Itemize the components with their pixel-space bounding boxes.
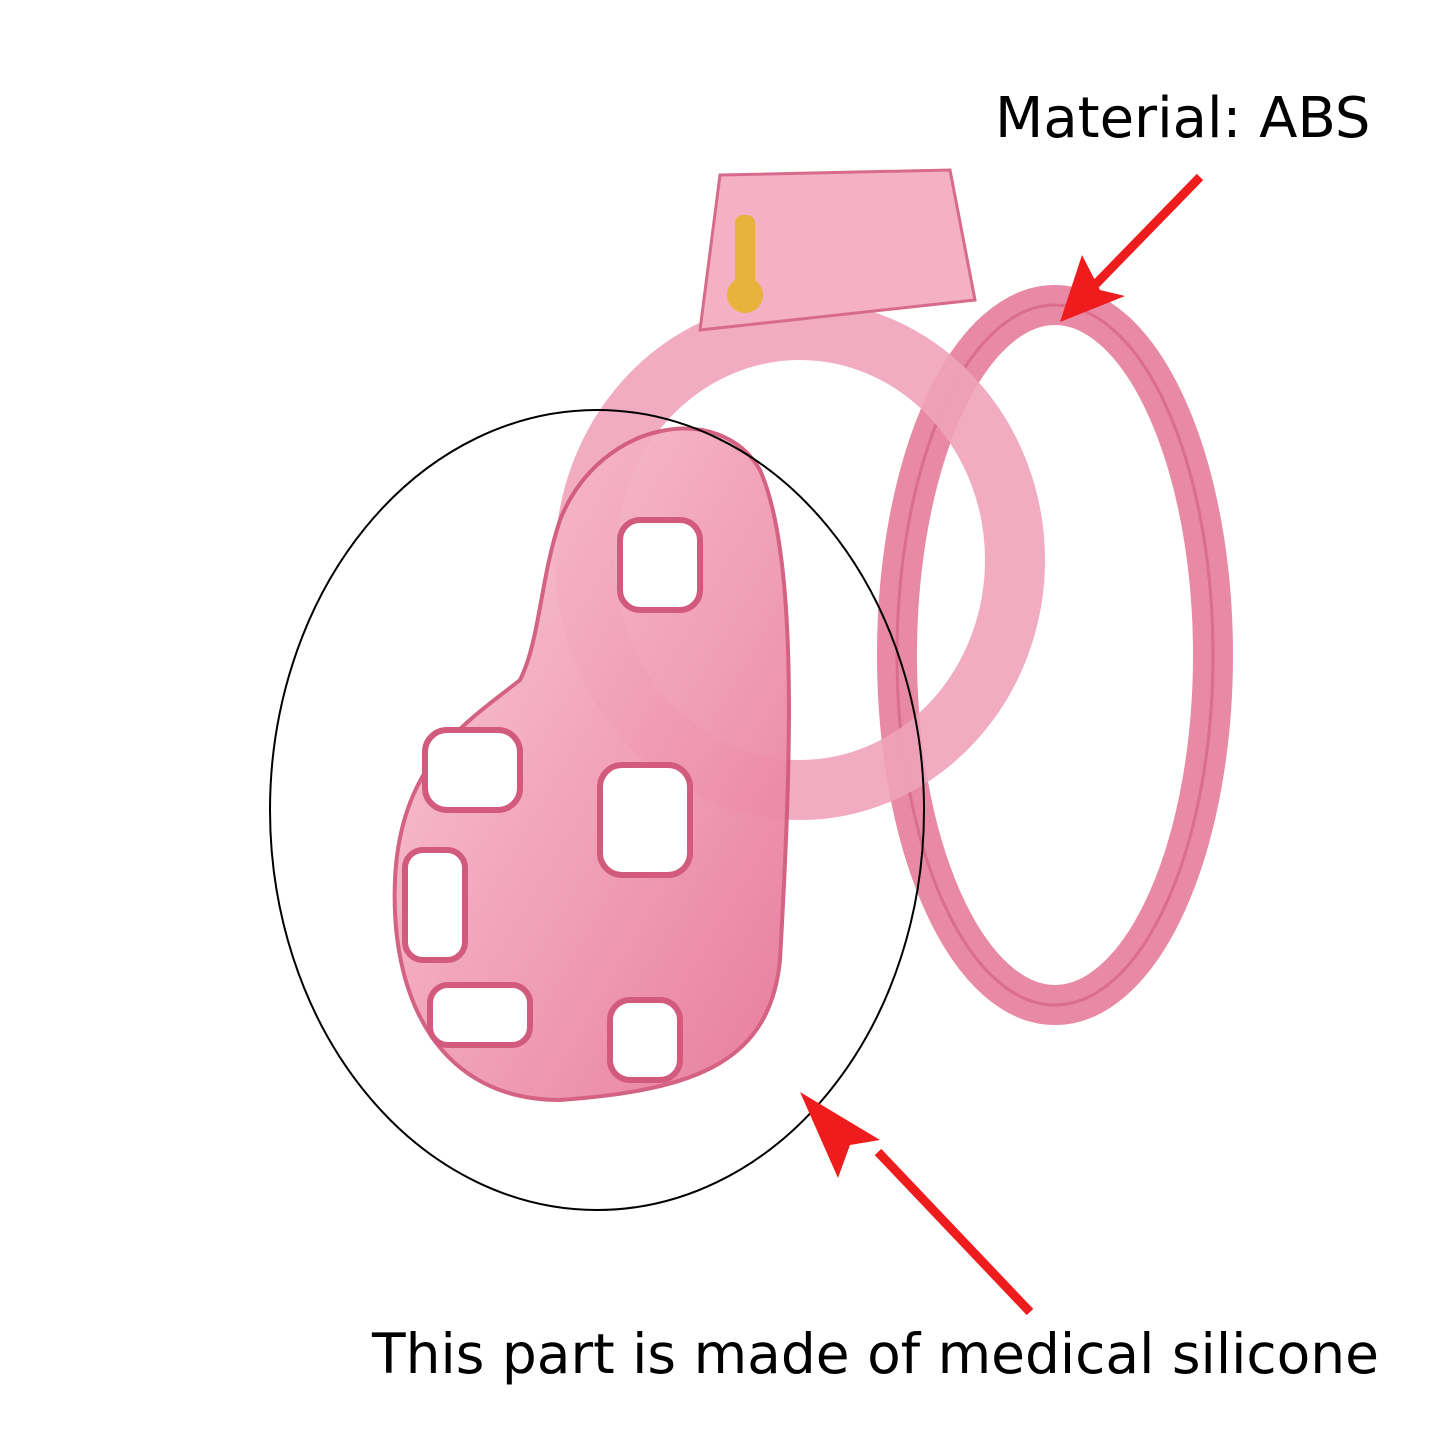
cage-part	[392, 426, 791, 1103]
lock-housing	[698, 168, 977, 332]
medical-silicone-label: This part is made of medical silicone	[372, 1322, 1379, 1386]
arrow-to-cage-icon	[800, 1092, 1034, 1316]
material-abs-label: Material: ABS	[995, 86, 1371, 151]
highlight-ellipse	[269, 409, 925, 1211]
arrow-to-ring-icon	[1060, 173, 1204, 322]
ring-part	[877, 285, 1233, 1025]
